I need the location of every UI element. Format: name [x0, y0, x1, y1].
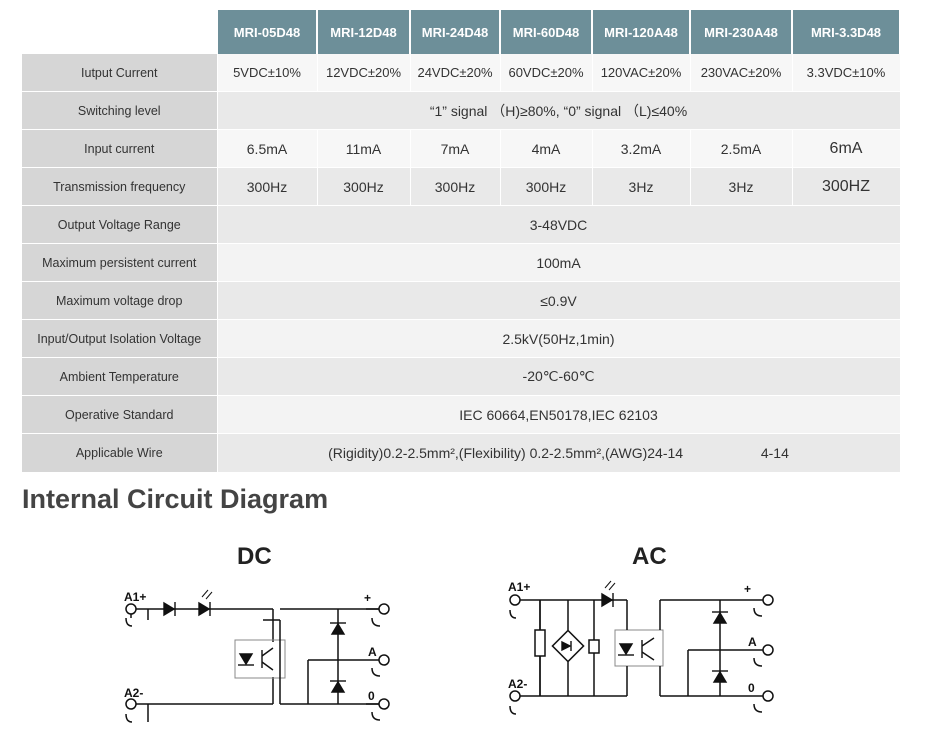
spec-row: Iutput Current 5VDC±10% 12VDC±20% 24VDC±… [22, 54, 901, 92]
row-label: Maximum persistent current [22, 243, 218, 282]
spec-row: Maximum voltage drop ≤0.9V [22, 281, 901, 320]
spec-table: MRI-05D48 MRI-12D48 MRI-24D48 MRI-60D48 … [22, 10, 901, 473]
spec-value: 3-48VDC [217, 205, 901, 244]
spec-row: Transmission frequency 300Hz 300Hz 300Hz… [22, 167, 901, 206]
spec-value: 3Hz [690, 167, 793, 206]
dc-a2-label: A2- [124, 686, 143, 700]
spec-value: 24VDC±20% [410, 54, 501, 92]
row-label: Applicable Wire [22, 433, 218, 473]
spec-value: IEC 60664,EN50178,IEC 62103 [217, 395, 901, 434]
spec-value: 60VDC±20% [500, 54, 593, 92]
dc-a-label: A [368, 645, 377, 659]
spec-value: 230VAC±20% [690, 54, 793, 92]
row-label: Maximum voltage drop [22, 281, 218, 320]
model-header: MRI-120A48 [592, 10, 691, 54]
spec-row: Switching level “1” signal （H)≥80%, “0” … [22, 91, 901, 130]
spec-row: Operative Standard IEC 60664,EN50178,IEC… [22, 395, 901, 434]
spec-value: 2.5kV(50Hz,1min) [217, 319, 901, 358]
ac-diagram-title: AC [632, 543, 667, 570]
spec-value: 300Hz [317, 167, 411, 206]
spec-value: 300HZ [792, 167, 901, 206]
ac-a-label: A [748, 635, 757, 649]
dc-circuit-diagram: A1+ A2- + A 0 [124, 589, 390, 723]
dc-diagram-title: DC [237, 543, 272, 570]
model-header: MRI-05D48 [217, 10, 318, 54]
model-header: MRI-12D48 [317, 10, 411, 54]
dc-plus-label: + [364, 591, 371, 605]
spec-value: 7mA [410, 129, 501, 168]
model-header: MRI-60D48 [500, 10, 593, 54]
ac-plus-label: + [744, 582, 751, 596]
spec-row: Ambient Temperature -20℃-60℃ [22, 357, 901, 396]
spec-value: 100mA [217, 243, 901, 282]
spec-value: 3.2mA [592, 129, 691, 168]
spec-value: 3.3VDC±10% [792, 54, 901, 92]
spec-row: Input current 6.5mA 11mA 7mA 4mA 3.2mA 2… [22, 129, 901, 168]
row-label: Switching level [22, 91, 218, 130]
section-title: Internal Circuit Diagram [22, 484, 329, 514]
spec-value: ≤0.9V [217, 281, 901, 320]
model-header-row: MRI-05D48 MRI-12D48 MRI-24D48 MRI-60D48 … [22, 10, 901, 54]
spec-value: 3Hz [592, 167, 691, 206]
spec-value: “1” signal （H)≥80%, “0” signal （L)≤40% [217, 91, 901, 130]
spec-value: 300Hz [500, 167, 593, 206]
ac-circuit-diagram: A1+ A2- + A 0 [508, 580, 774, 715]
spec-value: 6mA [792, 129, 901, 168]
spec-value: 120VAC±20% [592, 54, 691, 92]
wire-spec: (Rigidity)0.2-2.5mm²,(Flexibility) 0.2-2… [328, 445, 684, 461]
spec-value: (Rigidity)0.2-2.5mm²,(Flexibility) 0.2-2… [217, 433, 901, 473]
spec-value: -20℃-60℃ [217, 357, 901, 396]
ac-a2-label: A2- [508, 677, 527, 691]
ac-a1-label: A1+ [508, 580, 530, 594]
row-label: Input current [22, 129, 218, 168]
dc-zero-label: 0 [368, 689, 375, 703]
row-label: Operative Standard [22, 395, 218, 434]
spec-row: Output Voltage Range 3-48VDC [22, 205, 901, 244]
row-label: Output Voltage Range [22, 205, 218, 244]
spec-value: 12VDC±20% [317, 54, 411, 92]
wire-spec-extra: 4-14 [760, 445, 789, 461]
spec-value: 5VDC±10% [217, 54, 318, 92]
model-header: MRI-24D48 [410, 10, 501, 54]
spec-value: 300Hz [410, 167, 501, 206]
row-label: Iutput Current [22, 54, 218, 92]
model-header: MRI-230A48 [690, 10, 793, 54]
spec-value: 6.5mA [217, 129, 318, 168]
spec-value: 2.5mA [690, 129, 793, 168]
spec-value: 4mA [500, 129, 593, 168]
row-label: Input/Output Isolation Voltage [22, 319, 218, 358]
spec-value: 300Hz [217, 167, 318, 206]
header-corner [22, 10, 218, 54]
model-header: MRI-3.3D48 [792, 10, 901, 54]
spec-row: Maximum persistent current 100mA [22, 243, 901, 282]
ac-zero-label: 0 [748, 681, 755, 695]
row-label: Ambient Temperature [22, 357, 218, 396]
dc-a1-label: A1+ [124, 590, 146, 604]
spec-value: 11mA [317, 129, 411, 168]
spec-row: Applicable Wire (Rigidity)0.2-2.5mm²,(Fl… [22, 433, 901, 473]
row-label: Transmission frequency [22, 167, 218, 206]
spec-row: Input/Output Isolation Voltage 2.5kV(50H… [22, 319, 901, 358]
